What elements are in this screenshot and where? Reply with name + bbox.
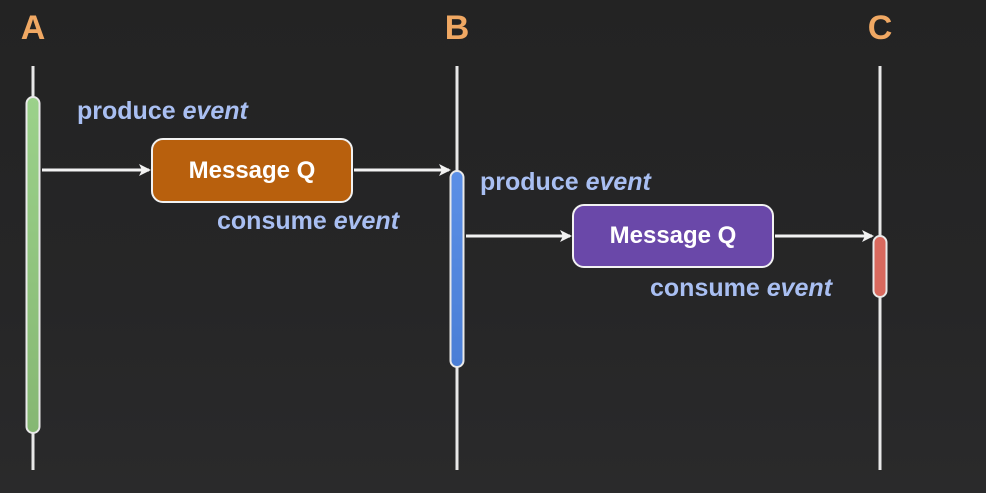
produce-event-label-2: produce event bbox=[480, 167, 651, 197]
produce-event-label-1: produce event bbox=[77, 96, 248, 126]
message-queue-1: Message Q bbox=[151, 138, 353, 203]
label-noun: event bbox=[585, 168, 651, 196]
label-noun: event bbox=[333, 207, 400, 235]
actor-a-label: A bbox=[20, 9, 46, 47]
activation-bar-c bbox=[872, 235, 888, 298]
consume-event-label-2: consume event bbox=[650, 273, 832, 303]
label-noun: event bbox=[182, 97, 248, 125]
actor-c-label: C bbox=[867, 9, 893, 47]
activation-bar-b bbox=[449, 170, 465, 368]
label-verb: consume bbox=[217, 207, 327, 235]
message-queue-1-label: Message Q bbox=[188, 156, 316, 184]
activation-bar-a bbox=[25, 96, 41, 434]
actor-b-label: B bbox=[444, 9, 470, 47]
label-verb: consume bbox=[650, 274, 760, 302]
message-queue-2: Message Q bbox=[572, 204, 774, 268]
label-verb: produce bbox=[77, 97, 176, 125]
label-verb: produce bbox=[480, 168, 579, 196]
label-noun: event bbox=[766, 274, 833, 302]
consume-event-label-1: consume event bbox=[217, 206, 399, 236]
message-queue-2-label: Message Q bbox=[609, 222, 737, 249]
